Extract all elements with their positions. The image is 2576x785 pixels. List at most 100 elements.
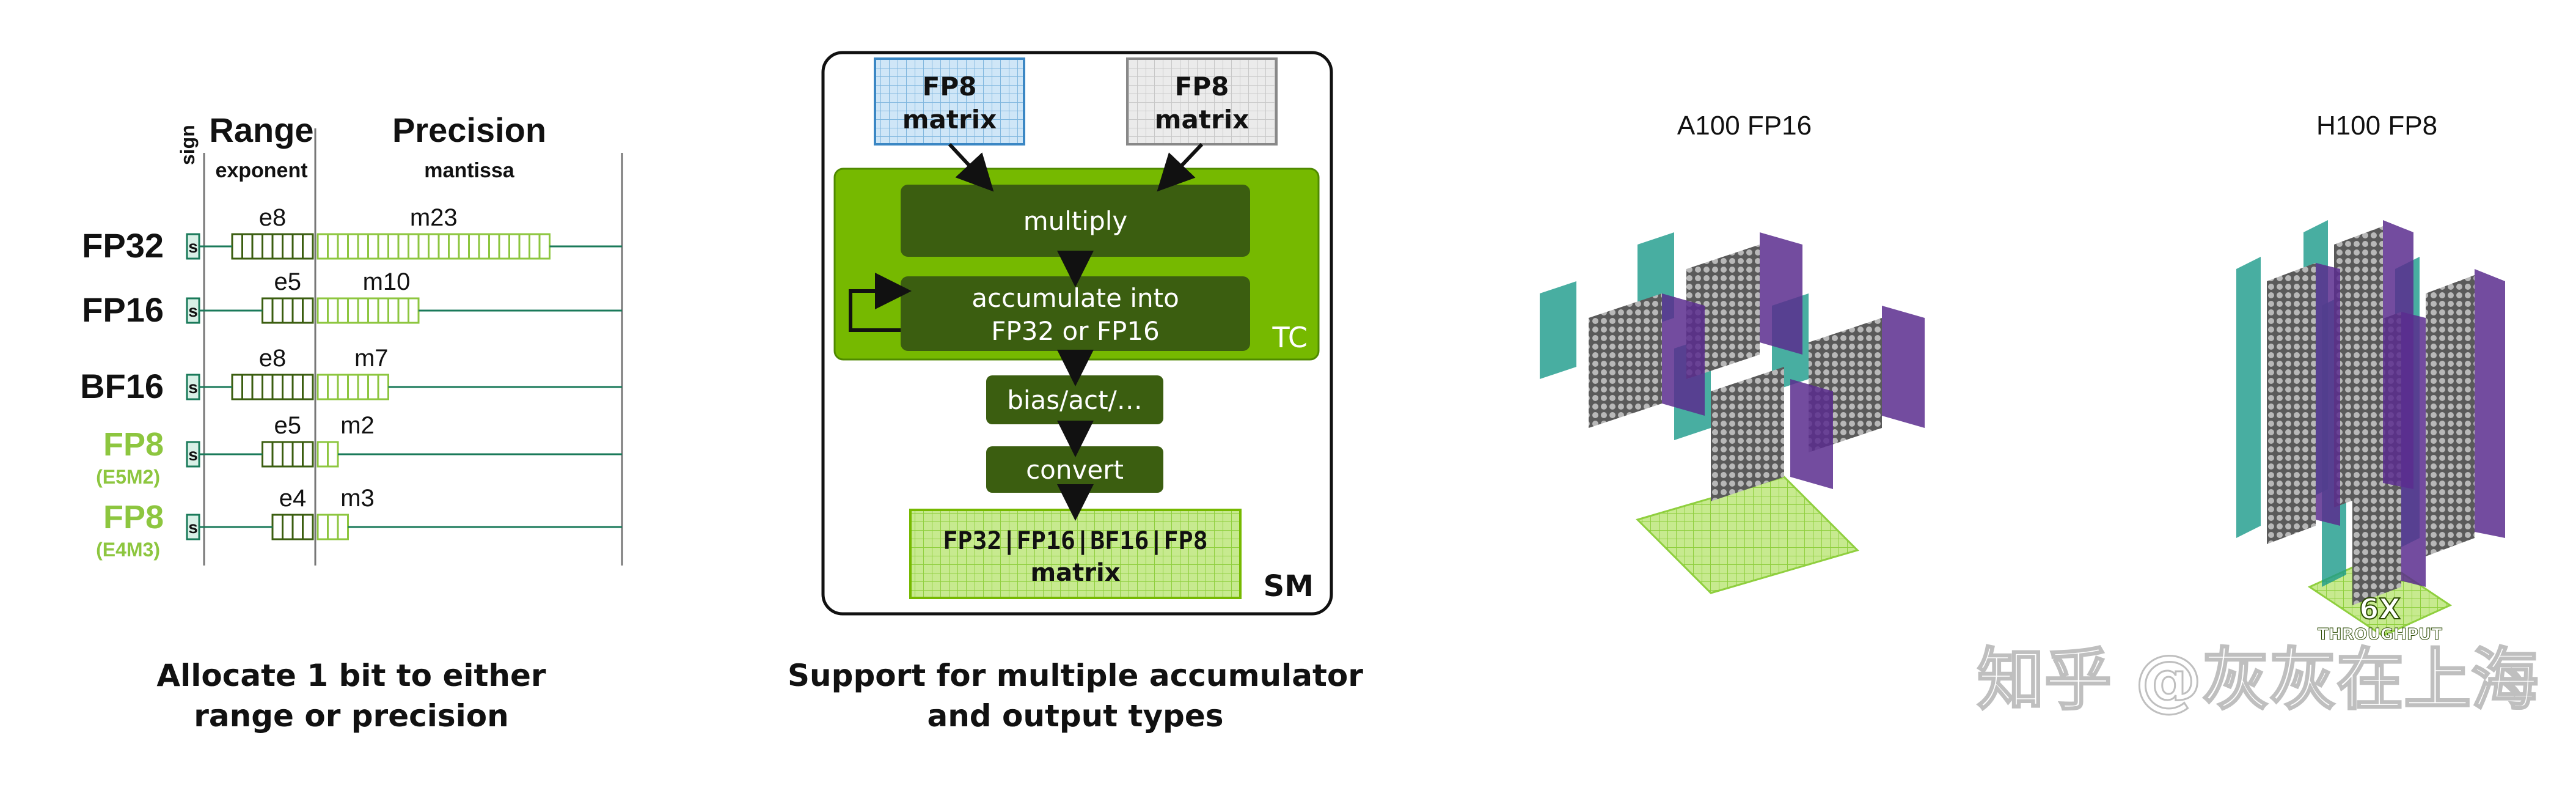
exp-bit <box>291 514 304 540</box>
exp-bit <box>262 441 274 468</box>
man-bit <box>317 441 329 468</box>
man-bit <box>327 514 339 540</box>
man-bit <box>488 233 500 260</box>
exp-bit <box>282 441 294 468</box>
exp-bit <box>282 233 294 260</box>
exp-bit <box>291 233 304 260</box>
accumulate-line2: FP32 or FP16 <box>991 316 1160 346</box>
a100-cube-3 <box>1711 367 1784 501</box>
man-bit <box>327 374 339 400</box>
h100-cube-4 <box>2426 275 2475 556</box>
man-bit <box>367 374 379 400</box>
arrow-b-to-multiply <box>1157 142 1204 192</box>
exp-label-2: e8 <box>259 345 287 372</box>
input-matrix-a: FP8 matrix <box>874 57 1025 146</box>
man-bit <box>529 233 541 260</box>
formats-caption-line1: Allocate 1 bit to either <box>156 658 546 693</box>
man-label-1: m10 <box>363 268 411 295</box>
output-line2: matrix <box>1030 559 1120 587</box>
a100-title: A100 FP16 <box>1677 111 1812 141</box>
man-bit <box>327 441 339 468</box>
pipeline-caption-line2: and output types <box>927 698 1223 734</box>
exp-label-3: e5 <box>274 412 302 439</box>
sign-bit-label-2: s <box>188 378 198 397</box>
man-bit <box>367 297 379 324</box>
a100-purple-plane-4 <box>1882 306 1925 428</box>
sign-bit-label-3: s <box>188 445 198 464</box>
man-bit <box>327 233 339 260</box>
h100-purple-plane-1 <box>2316 263 2340 526</box>
bias-box <box>986 375 1163 424</box>
man-bit <box>538 233 551 260</box>
format-sub-3: (E5M2) <box>96 466 160 488</box>
output-line1: FP32|FP16|BF16|FP8 <box>943 527 1207 556</box>
h100-cube-1 <box>2267 263 2316 544</box>
a100-teal-plane-1 <box>1540 281 1576 379</box>
input-b-line1: FP8 <box>1175 72 1229 101</box>
exp-bit <box>302 233 314 260</box>
man-bit <box>387 297 400 324</box>
man-label-3: m2 <box>340 412 375 439</box>
mantissa-label: mantissa <box>424 159 514 182</box>
man-bit <box>377 297 389 324</box>
a100-tensor-illustration <box>1540 232 1925 594</box>
man-bit <box>327 297 339 324</box>
accumulate-line1: accumulate into <box>971 283 1179 313</box>
multiply-box <box>901 185 1250 257</box>
exp-bit <box>241 374 254 400</box>
a100-cube-1 <box>1589 293 1662 428</box>
tc-label: TC <box>1272 321 1308 354</box>
man-bit <box>317 374 329 400</box>
a100-purple-plane-1 <box>1662 293 1705 416</box>
man-bit <box>347 233 359 260</box>
man-bit <box>417 233 430 260</box>
man-bit <box>397 297 409 324</box>
format-name-0: FP32 <box>82 226 164 265</box>
badge-6x: 6X <box>2359 592 2400 625</box>
man-bit <box>337 514 349 540</box>
exponent-label: exponent <box>215 159 307 182</box>
man-bit <box>387 233 400 260</box>
exp-bit <box>262 297 274 324</box>
man-bit <box>337 374 349 400</box>
man-bit <box>408 233 420 260</box>
man-bit <box>357 233 369 260</box>
exp-bit <box>231 233 243 260</box>
pipeline-panel: SM FP8 matrix FP8 matrix TC multiply acc… <box>788 51 1363 734</box>
h100-purple-plane-4 <box>2475 269 2505 538</box>
sign-bit-label-0: s <box>188 237 198 256</box>
bias-label: bias/act/… <box>1007 385 1143 415</box>
badge-throughput: THROUGHPUT <box>2318 625 2442 644</box>
man-bit <box>437 233 450 260</box>
arrow-accumulate-loop <box>849 273 912 332</box>
man-bit <box>317 297 329 324</box>
man-bit <box>317 233 329 260</box>
man-bit <box>498 233 510 260</box>
format-name-1: FP16 <box>82 290 164 329</box>
format-name-3: FP8 <box>103 426 164 463</box>
man-bit <box>317 514 329 540</box>
compare-panel: A100 FP16 H100 FP8 <box>1540 111 2539 720</box>
formats-panel: sign Range exponent Precision mantissa F… <box>80 111 623 734</box>
exp-label-0: e8 <box>259 204 287 231</box>
man-bit <box>367 233 379 260</box>
exp-bit <box>302 514 314 540</box>
man-bit <box>518 233 530 260</box>
exp-bit <box>282 374 294 400</box>
convert-box <box>986 446 1163 493</box>
sign-bit-label-1: s <box>188 301 198 320</box>
man-bit <box>357 297 369 324</box>
exp-bit <box>271 233 284 260</box>
accumulate-box <box>901 276 1250 351</box>
input-matrix-b: FP8 matrix <box>1126 57 1278 146</box>
h100-tensor-illustration: 6X THROUGHPUT <box>2236 220 2505 644</box>
exp-bit <box>291 297 304 324</box>
man-bit <box>337 297 349 324</box>
man-label-2: m7 <box>354 345 389 372</box>
man-bit <box>397 233 409 260</box>
exp-bit <box>251 374 263 400</box>
format-sub-4: (E4M3) <box>96 539 160 561</box>
exp-bit <box>291 374 304 400</box>
h100-teal-plane-1 <box>2236 257 2261 538</box>
h100-title: H100 FP8 <box>2316 111 2437 141</box>
